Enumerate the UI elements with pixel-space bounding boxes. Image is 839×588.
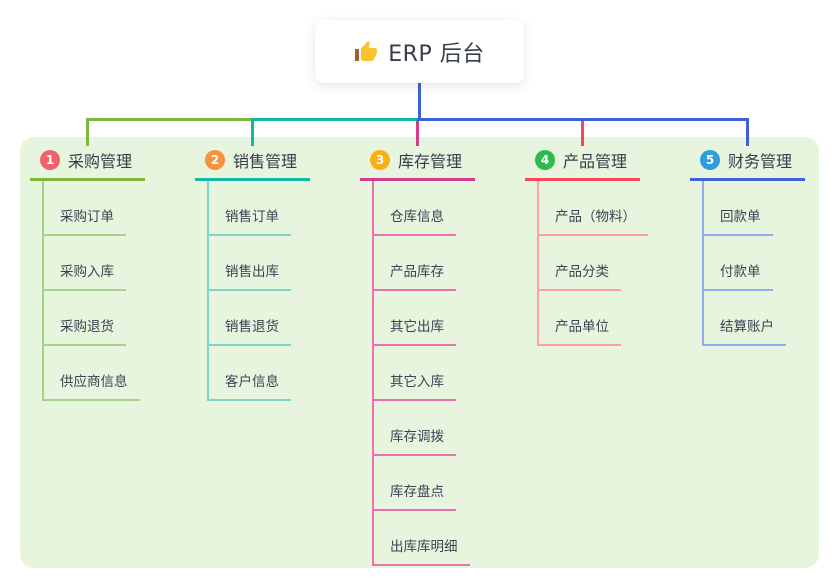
child-row: 客户信息 — [207, 346, 310, 401]
child-row: 产品库存 — [372, 236, 475, 291]
mindmap-background-panel — [20, 137, 819, 568]
connector-drop-branch-1 — [86, 118, 89, 146]
branch-3-child-3[interactable]: 其它出库 — [372, 315, 456, 346]
branch-2-badge: 2 — [205, 150, 225, 170]
branch-4-badge: 4 — [535, 150, 555, 170]
branch-3-header[interactable]: 3 库存管理 — [360, 146, 475, 181]
root-title: ERP 后台 — [388, 41, 485, 67]
child-row: 其它入库 — [372, 346, 475, 401]
branch-5-children: 回款单 付款单 结算账户 — [702, 181, 805, 346]
child-row: 结算账户 — [702, 291, 805, 346]
branch-5-child-1[interactable]: 回款单 — [702, 205, 773, 236]
branch-3-child-4[interactable]: 其它入库 — [372, 370, 456, 401]
branch-5-badge: 5 — [700, 150, 720, 170]
branch-4-children: 产品（物料） 产品分类 产品单位 — [537, 181, 648, 346]
connector-drop-branch-4 — [581, 121, 584, 146]
connector-bus-branch-5 — [417, 118, 749, 121]
branch-1-child-1[interactable]: 采购订单 — [42, 205, 126, 236]
thumbs-up-icon — [355, 40, 378, 61]
child-row: 库存调拨 — [372, 401, 475, 456]
branch-2-child-2[interactable]: 销售出库 — [207, 260, 291, 291]
branch-1-child-3[interactable]: 采购退货 — [42, 315, 126, 346]
root-node[interactable]: ERP 后台 — [315, 20, 524, 83]
child-row: 付款单 — [702, 236, 805, 291]
child-row: 产品（物料） — [537, 181, 648, 236]
child-row: 产品单位 — [537, 291, 640, 346]
branch-2-label: 销售管理 — [233, 152, 298, 171]
branch-4-header[interactable]: 4 产品管理 — [525, 146, 640, 181]
branch-3-child-6[interactable]: 库存盘点 — [372, 480, 456, 511]
branch-2-child-3[interactable]: 销售退货 — [207, 315, 291, 346]
branch-2-children: 销售订单 销售出库 销售退货 客户信息 — [207, 181, 310, 401]
branch-column-2: 2 销售管理 销售订单 销售出库 销售退货 客户信息 — [195, 146, 310, 401]
connector-bus-branch-2 — [251, 118, 420, 121]
branch-1-label: 采购管理 — [68, 152, 133, 171]
branch-column-5: 5 财务管理 回款单 付款单 结算账户 — [690, 146, 805, 346]
branch-1-child-2[interactable]: 采购入库 — [42, 260, 126, 291]
branch-4-child-1[interactable]: 产品（物料） — [537, 205, 648, 236]
branch-column-3: 3 库存管理 仓库信息 产品库存 其它出库 其它入库 库存调拨 库存盘点 出库库… — [360, 146, 475, 566]
branch-1-badge: 1 — [40, 150, 60, 170]
child-row: 销售订单 — [207, 181, 310, 236]
branch-4-label: 产品管理 — [563, 152, 628, 171]
branch-5-child-3[interactable]: 结算账户 — [702, 315, 786, 346]
branch-4-child-3[interactable]: 产品单位 — [537, 315, 621, 346]
branch-3-child-1[interactable]: 仓库信息 — [372, 205, 456, 236]
branch-1-header[interactable]: 1 采购管理 — [30, 146, 145, 181]
branch-1-child-4[interactable]: 供应商信息 — [42, 370, 140, 401]
branch-3-child-5[interactable]: 库存调拨 — [372, 425, 456, 456]
child-row: 采购订单 — [42, 181, 145, 236]
branch-2-header[interactable]: 2 销售管理 — [195, 146, 310, 181]
branch-column-4: 4 产品管理 产品（物料） 产品分类 产品单位 — [525, 146, 648, 346]
child-row: 回款单 — [702, 181, 805, 236]
child-row: 库存盘点 — [372, 456, 475, 511]
child-row: 出库库明细 — [372, 511, 475, 566]
branch-2-child-4[interactable]: 客户信息 — [207, 370, 291, 401]
branch-2-child-1[interactable]: 销售订单 — [207, 205, 291, 236]
child-row: 销售出库 — [207, 236, 310, 291]
branch-3-badge: 3 — [370, 150, 390, 170]
child-row: 其它出库 — [372, 291, 475, 346]
branch-5-child-2[interactable]: 付款单 — [702, 260, 773, 291]
child-row: 产品分类 — [537, 236, 640, 291]
branch-4-child-2[interactable]: 产品分类 — [537, 260, 621, 291]
connector-drop-branch-3 — [416, 121, 419, 146]
branch-3-label: 库存管理 — [398, 152, 463, 171]
connector-drop-branch-2 — [251, 118, 254, 146]
child-row: 仓库信息 — [372, 181, 475, 236]
child-row: 销售退货 — [207, 291, 310, 346]
connector-root-vertical — [418, 83, 421, 119]
child-row: 采购入库 — [42, 236, 145, 291]
branch-5-header[interactable]: 5 财务管理 — [690, 146, 805, 181]
branch-3-child-2[interactable]: 产品库存 — [372, 260, 456, 291]
child-row: 供应商信息 — [42, 346, 145, 401]
branch-3-children: 仓库信息 产品库存 其它出库 其它入库 库存调拨 库存盘点 出库库明细 — [372, 181, 475, 566]
connector-drop-branch-5 — [746, 118, 749, 146]
branch-column-1: 1 采购管理 采购订单 采购入库 采购退货 供应商信息 — [30, 146, 145, 401]
branch-3-child-7[interactable]: 出库库明细 — [372, 535, 470, 566]
child-row: 采购退货 — [42, 291, 145, 346]
branch-5-label: 财务管理 — [728, 152, 793, 171]
branch-1-children: 采购订单 采购入库 采购退货 供应商信息 — [42, 181, 145, 401]
connector-bus-branch-1 — [86, 118, 254, 121]
